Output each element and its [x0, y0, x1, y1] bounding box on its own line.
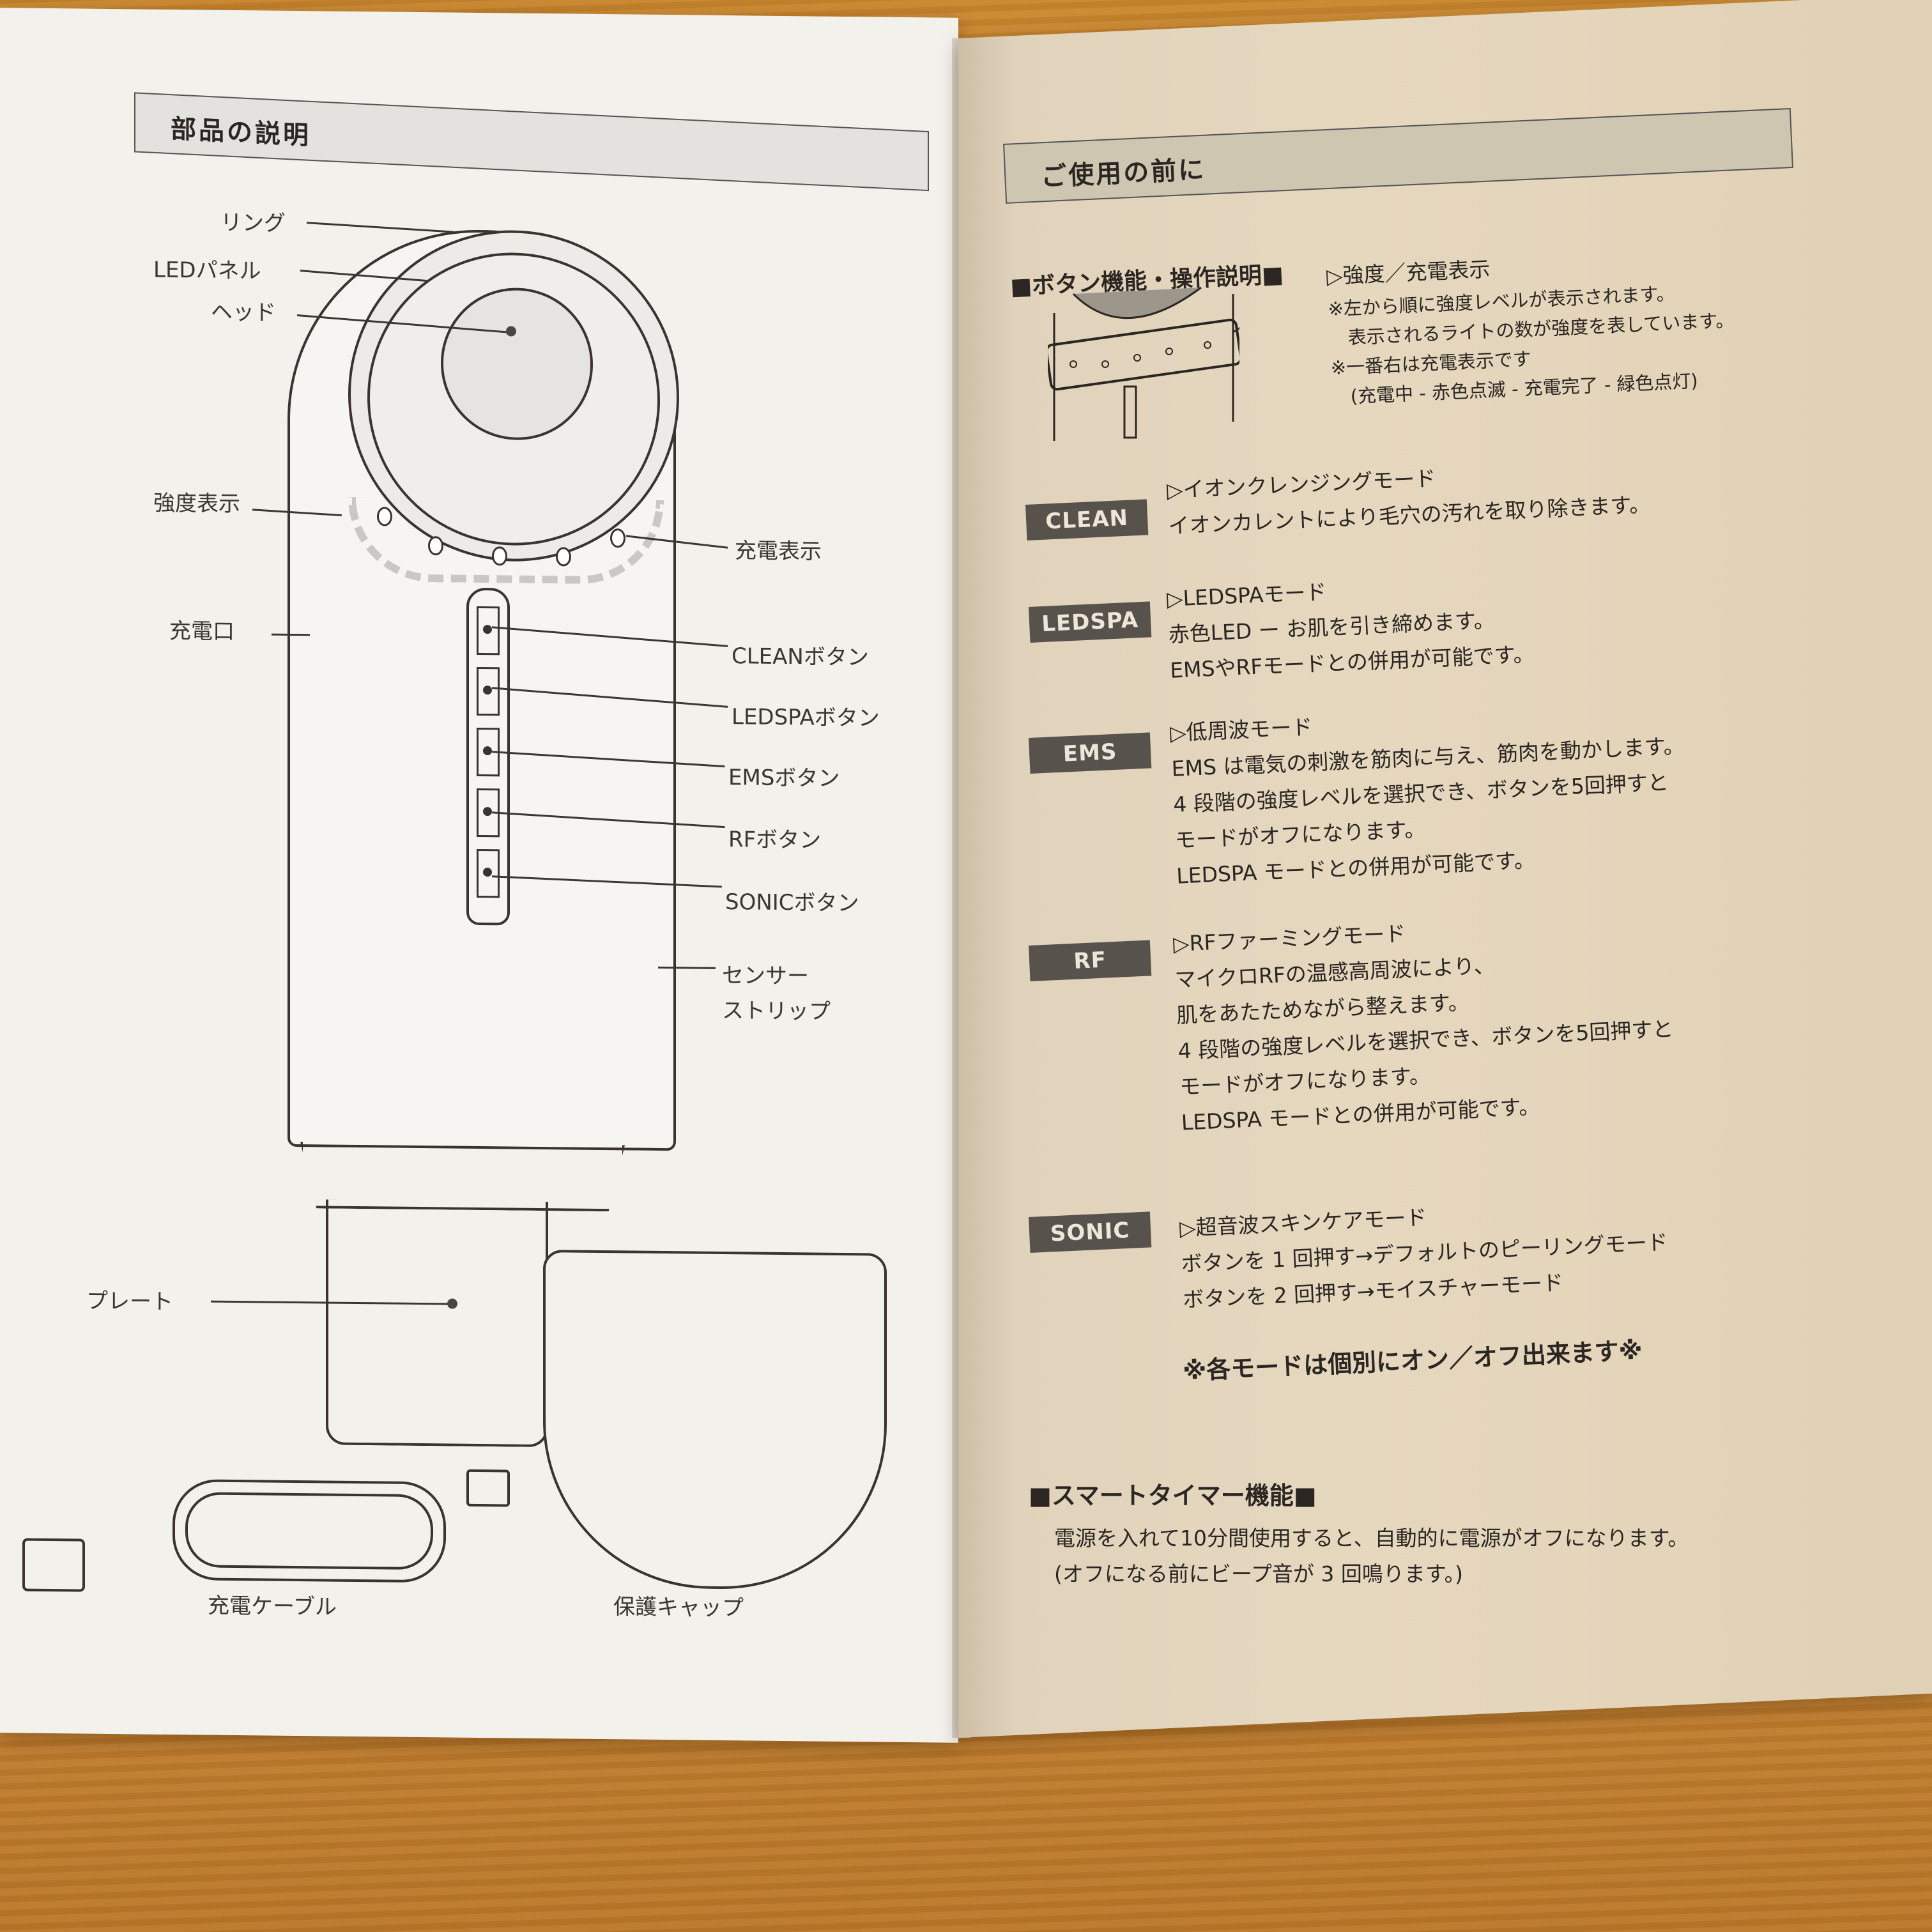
label-led-panel: LEDパネル — [153, 257, 261, 284]
label-charging-cable: 充電ケーブル — [208, 1593, 337, 1620]
label-rf-button: RFボタン — [728, 827, 822, 854]
leader-dot — [447, 1298, 457, 1309]
mode-clean: CLEAN — [1025, 499, 1149, 540]
intensity-led-2 — [428, 536, 443, 556]
head-illustration — [441, 287, 593, 441]
label-sensor-strip-1: センサー — [722, 962, 809, 990]
label-sonic-button: SONICボタン — [725, 889, 859, 917]
mode-rf-text: ▷RFファーミングモード マイクロRFの温感高周波により、 肌をあたためながら整… — [1172, 904, 1678, 1141]
left-page: 部品の説明 リング LEDパネル ヘッド 強度表示 充電表示 充電口 CLEAN… — [0, 8, 958, 1743]
indicator-diagram — [1048, 286, 1239, 441]
badge-rf: RF — [1029, 940, 1152, 981]
mode-ledspa-text: ▷LEDSPAモード 赤色LED ー お肌を引き締めます。 EMSやRFモードと… — [1166, 565, 1535, 689]
timer-line: (オフになる前にビープ音が 3 回鳴ります。) — [1054, 1561, 1463, 1586]
sonic-button-illustration — [477, 848, 500, 898]
mode-rf: RF — [1029, 940, 1152, 981]
protective-cap-illustration — [543, 1250, 887, 1591]
before-use-title: ご使用の前に — [1040, 155, 1207, 192]
label-clean-button: CLEANボタン — [732, 643, 869, 671]
smart-timer-title: ■スマートタイマー機能■ — [1029, 1482, 1317, 1510]
leader-dot — [506, 326, 516, 337]
label-charge-display: 充電表示 — [735, 538, 822, 565]
badge-ems: EMS — [1029, 732, 1152, 774]
clean-button-illustration — [477, 606, 500, 656]
mode-ledspa: LEDSPA — [1029, 601, 1152, 643]
label-protective-cap: 保護キャップ — [613, 1594, 744, 1621]
mode-ems: EMS — [1029, 732, 1152, 774]
label-head: ヘッド — [211, 299, 276, 326]
intensity-led-1 — [377, 507, 392, 526]
mode-sonic: SONIC — [1029, 1211, 1152, 1253]
button-strip-illustration — [466, 587, 510, 926]
timer-line: 電源を入れて10分間使用すると、自動的に電源がオフになります。 — [1054, 1526, 1689, 1551]
badge-ledspa: LEDSPA — [1029, 601, 1152, 643]
usb-plug-illustration — [22, 1538, 85, 1592]
label-ems-button: EMSボタン — [728, 765, 840, 792]
intensity-led-4 — [556, 547, 571, 567]
label-intensity-display: 強度表示 — [153, 490, 240, 518]
mode-ems-text: ▷低周波モード EMS は電気の刺激を筋肉に与え、筋肉を動かします。 4 段階の… — [1169, 693, 1690, 894]
plate-illustration — [326, 1199, 548, 1448]
label-sensor-strip-2: ストリップ — [722, 997, 831, 1025]
mode-sonic-text: ▷超音波スキンケアモード ボタンを 1 回押す→デフォルトのピーリングモード ボ… — [1179, 1188, 1670, 1317]
usbc-plug-illustration — [466, 1469, 510, 1507]
intensity-led-3 — [492, 546, 507, 566]
charge-led — [610, 528, 625, 548]
label-charge-port: 充電口 — [169, 618, 234, 645]
label-ring: リング — [220, 210, 286, 236]
cable-coil-inner-illustration — [185, 1492, 433, 1570]
leader-line — [272, 633, 310, 636]
badge-clean: CLEAN — [1025, 499, 1149, 540]
leader-line — [306, 222, 454, 233]
badge-sonic: SONIC — [1029, 1211, 1152, 1253]
indicator-description: ▷強度／充電表示 ※左から順に強度レベルが表示されます。 表示されるライトの数が… — [1326, 240, 1737, 412]
label-ledspa-button: LEDSPAボタン — [732, 704, 880, 732]
parts-title-bar: 部品の説明 — [134, 92, 929, 192]
ledspa-button-illustration — [477, 666, 500, 716]
parts-title: 部品の説明 — [171, 114, 311, 151]
smart-timer-text: 電源を入れて10分間使用すると、自動的に電源がオフになります。 (オフになる前に… — [1054, 1521, 1689, 1592]
label-plate: プレート — [86, 1288, 173, 1315]
